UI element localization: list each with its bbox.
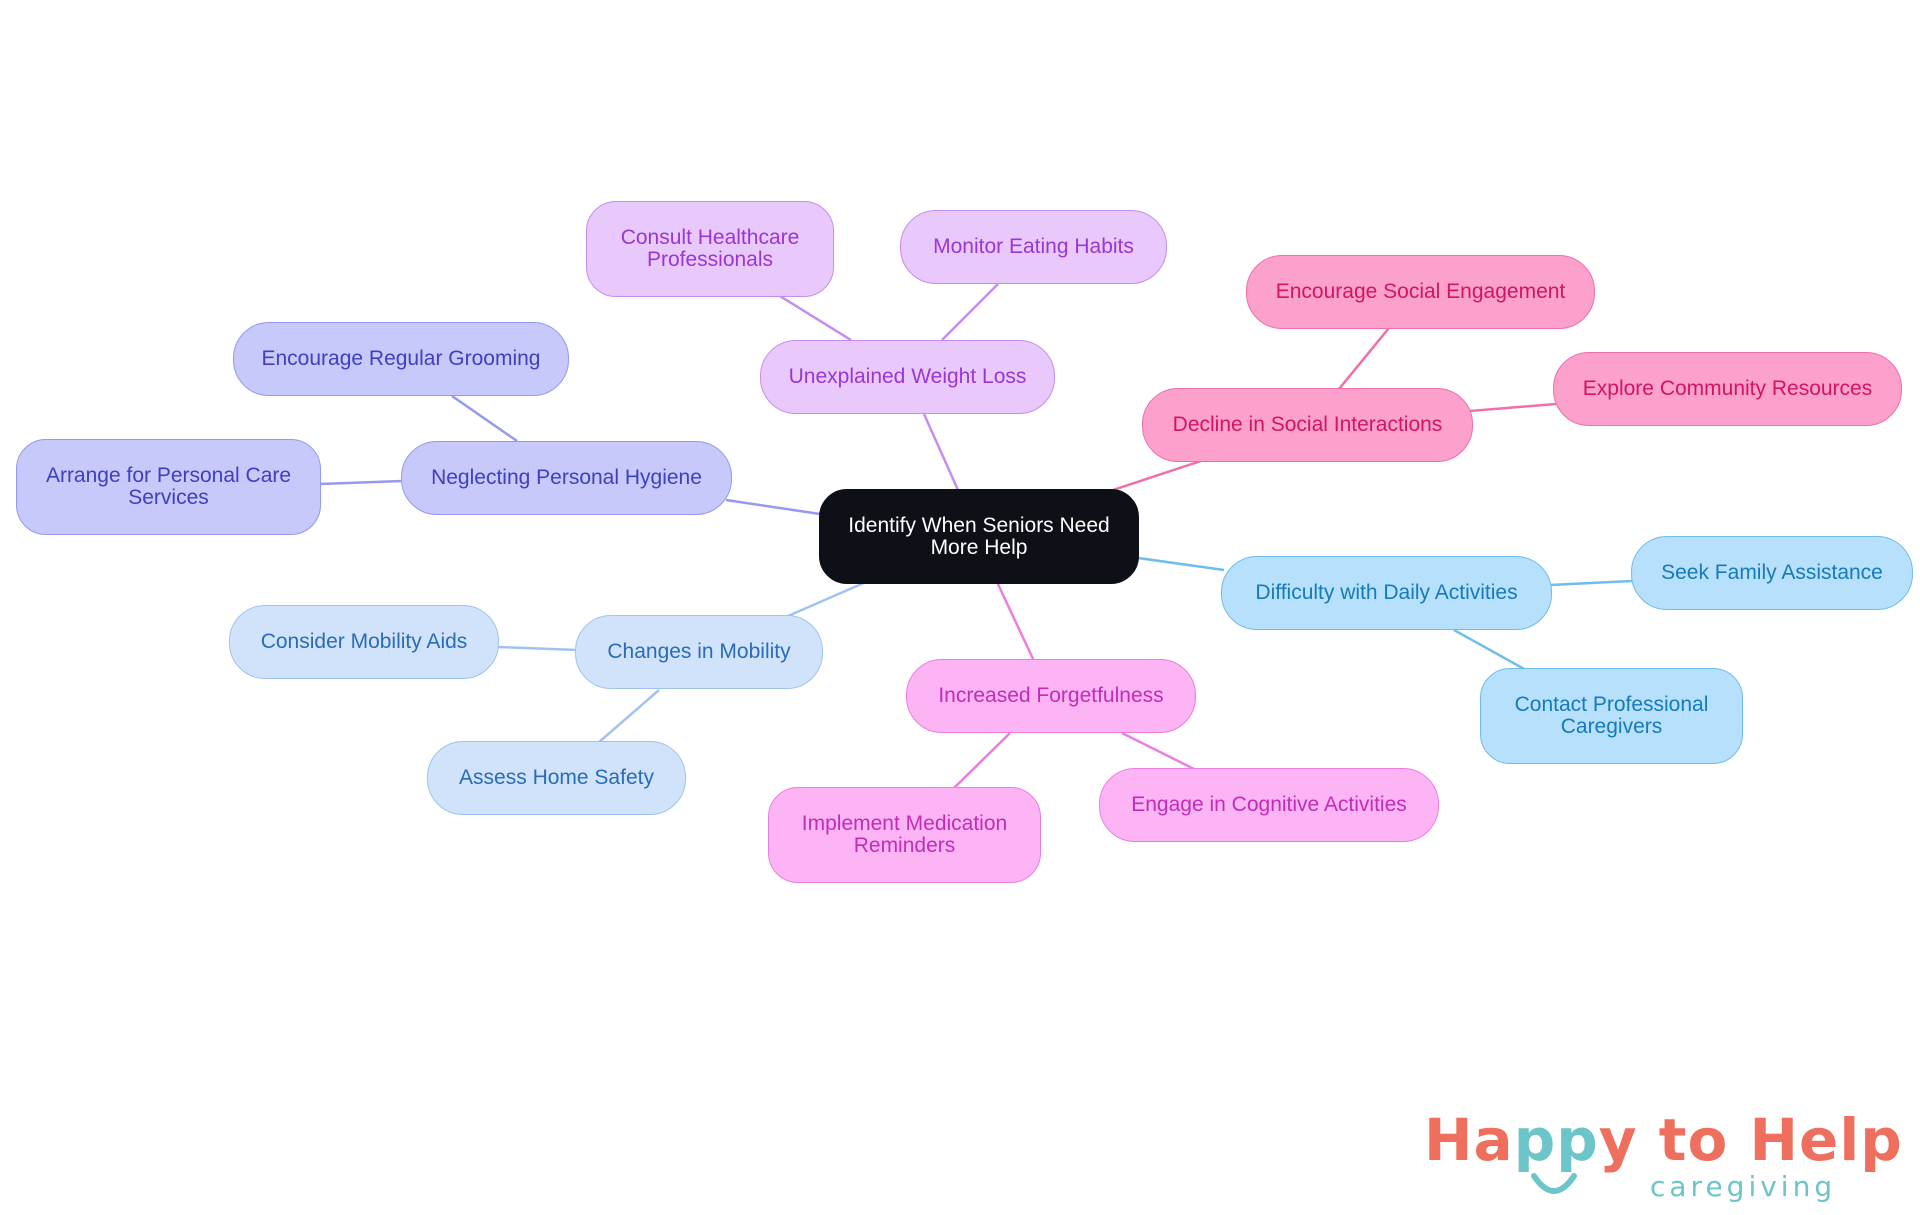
leaf-label: Monitor Eating Habits xyxy=(933,235,1134,258)
edge-hygiene-2 xyxy=(319,479,404,486)
leaf-label: Assess Home Safety xyxy=(459,766,654,789)
edge-mobility-1 xyxy=(497,645,578,652)
edge-root-weight xyxy=(922,413,960,491)
leaf-label: Encourage Regular Grooming xyxy=(261,347,541,370)
edge-social-2 xyxy=(1469,402,1557,413)
root-label: Identify When Seniors Need More Help xyxy=(848,513,1110,559)
leaf-encourage-regular-grooming[interactable]: Encourage Regular Grooming xyxy=(233,322,569,396)
brand-logo: Happy to Help caregiving xyxy=(1424,1106,1902,1210)
logo-title: Happy to Help xyxy=(1424,1106,1903,1174)
leaf-assess-home-safety[interactable]: Assess Home Safety xyxy=(427,741,686,815)
branch-label: Increased Forgetfulness xyxy=(938,684,1164,707)
leaf-contact-professional-caregivers[interactable]: Contact Professional Caregivers xyxy=(1480,668,1743,764)
branch-label: Unexplained Weight Loss xyxy=(788,365,1027,388)
logo-subtitle: caregiving xyxy=(1650,1170,1837,1203)
branch-difficulty-with-daily-activities[interactable]: Difficulty with Daily Activities xyxy=(1221,556,1552,630)
edge-root-forget xyxy=(995,581,1036,662)
leaf-engage-in-cognitive-activities[interactable]: Engage in Cognitive Activities xyxy=(1099,768,1439,842)
edge-forget-2 xyxy=(1121,731,1199,773)
edge-weight-1 xyxy=(779,294,852,342)
leaf-label: Encourage Social Engagement xyxy=(1275,280,1566,303)
edge-daily-1 xyxy=(1549,579,1633,587)
edge-root-daily xyxy=(1137,556,1225,572)
branch-label: Decline in Social Interactions xyxy=(1172,413,1443,436)
leaf-explore-community-resources[interactable]: Explore Community Resources xyxy=(1553,352,1902,426)
leaf-label: Arrange for Personal Care Services xyxy=(45,464,292,509)
leaf-label: Consider Mobility Aids xyxy=(260,630,468,653)
leaf-label: Engage in Cognitive Activities xyxy=(1131,793,1407,816)
branch-label: Neglecting Personal Hygiene xyxy=(431,466,702,489)
edge-weight-2 xyxy=(941,283,999,341)
leaf-label: Implement Medication Reminders xyxy=(801,812,1008,857)
leaf-consult-healthcare-professionals[interactable]: Consult Healthcare Professionals xyxy=(586,201,834,297)
leaf-consider-mobility-aids[interactable]: Consider Mobility Aids xyxy=(229,605,499,679)
leaf-implement-medication-reminders[interactable]: Implement Medication Reminders xyxy=(768,787,1041,883)
edge-root-mobility xyxy=(787,580,867,618)
edge-social-1 xyxy=(1338,327,1390,390)
leaf-encourage-social-engagement[interactable]: Encourage Social Engagement xyxy=(1246,255,1595,329)
edge-daily-2 xyxy=(1453,628,1527,672)
branch-neglecting-personal-hygiene[interactable]: Neglecting Personal Hygiene xyxy=(401,441,732,515)
edge-root-hygiene xyxy=(725,498,821,516)
leaf-seek-family-assistance[interactable]: Seek Family Assistance xyxy=(1631,536,1913,610)
leaf-label: Seek Family Assistance xyxy=(1661,561,1883,584)
edge-forget-1 xyxy=(953,732,1011,789)
leaf-label: Consult Healthcare Professionals xyxy=(620,226,800,271)
branch-label: Difficulty with Daily Activities xyxy=(1255,581,1518,604)
root-node[interactable]: Identify When Seniors Need More Help xyxy=(819,489,1139,584)
edge-mobility-2 xyxy=(597,689,660,744)
branch-changes-in-mobility[interactable]: Changes in Mobility xyxy=(575,615,823,689)
branch-increased-forgetfulness[interactable]: Increased Forgetfulness xyxy=(906,659,1196,733)
leaf-arrange-personal-care-services[interactable]: Arrange for Personal Care Services xyxy=(16,439,321,535)
branch-label: Changes in Mobility xyxy=(607,640,791,663)
leaf-monitor-eating-habits[interactable]: Monitor Eating Habits xyxy=(900,210,1167,284)
smile-icon xyxy=(1531,1173,1577,1194)
edge-root-social xyxy=(1112,458,1205,492)
leaf-label: Explore Community Resources xyxy=(1582,377,1873,400)
branch-decline-in-social-interactions[interactable]: Decline in Social Interactions xyxy=(1142,388,1473,462)
branch-unexplained-weight-loss[interactable]: Unexplained Weight Loss xyxy=(760,340,1055,414)
leaf-label: Contact Professional Caregivers xyxy=(1514,693,1709,738)
edge-hygiene-1 xyxy=(451,394,518,443)
